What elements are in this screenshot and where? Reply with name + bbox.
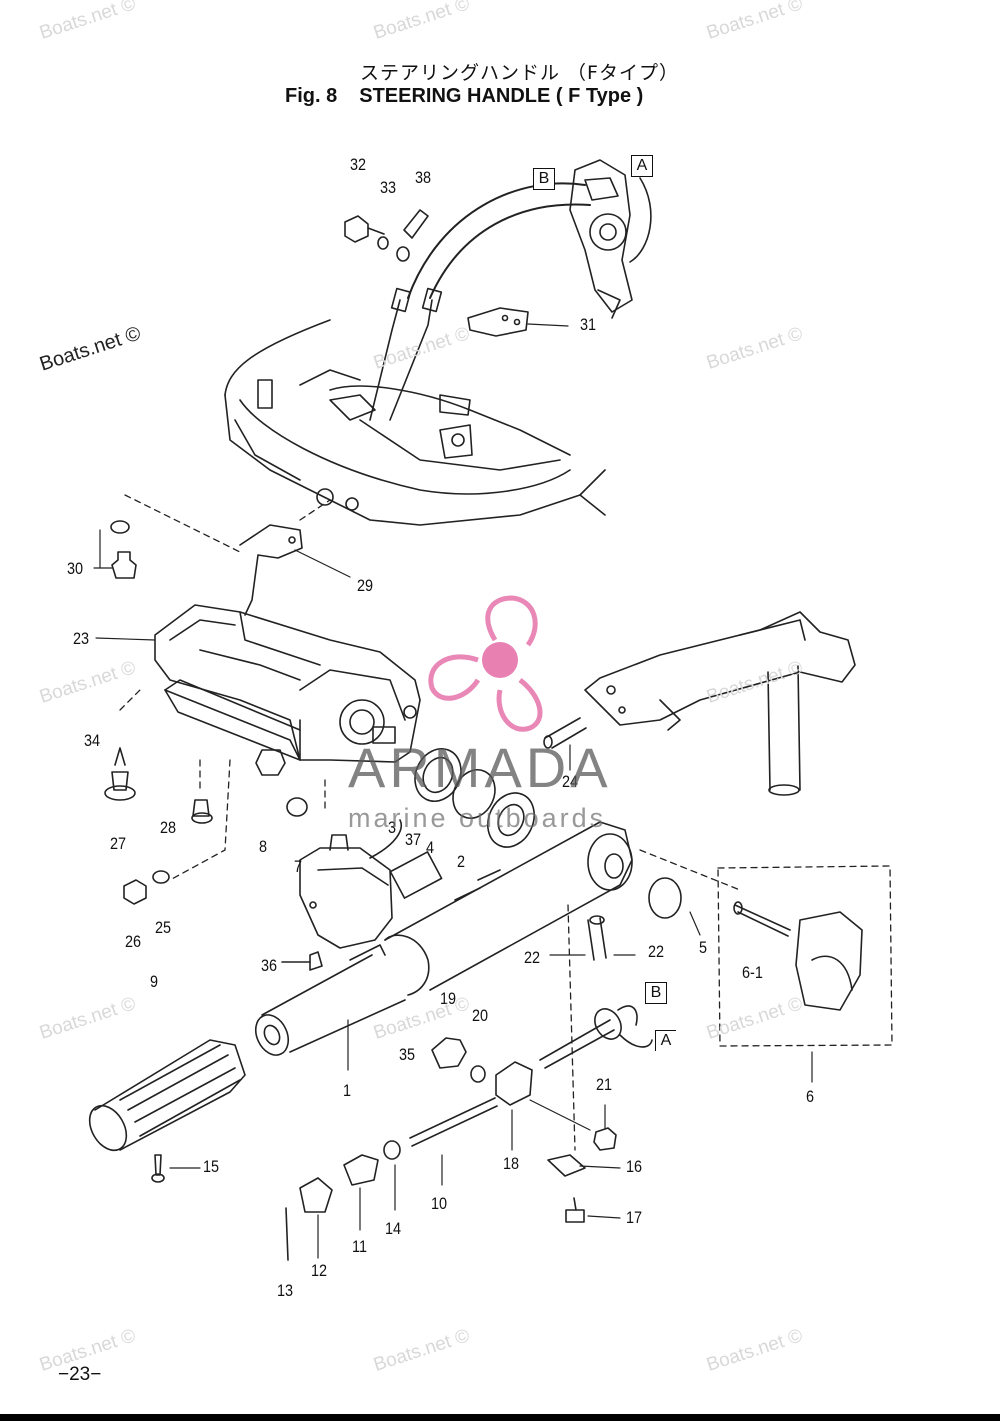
- callout-28: 28: [160, 818, 177, 837]
- callout-22-right: 22: [648, 942, 665, 961]
- sleeve-11: [343, 1154, 379, 1186]
- callout-20: 20: [472, 1006, 489, 1025]
- twist-grip: [88, 1039, 246, 1152]
- callout-37: 37: [405, 830, 422, 849]
- callout-30: 30: [67, 559, 84, 578]
- callout-3: 3: [388, 818, 397, 837]
- spacer-plate-34: [164, 689, 301, 761]
- callout-36: 36: [261, 956, 278, 975]
- callout-12: 12: [311, 1261, 328, 1280]
- callout-4: 4: [426, 838, 435, 857]
- callout-22-left: 22: [524, 948, 541, 967]
- stop-switch-box: [299, 819, 402, 949]
- callout-1: 1: [343, 1081, 352, 1100]
- callout-9: 9: [150, 972, 159, 991]
- washer-3: [414, 748, 462, 802]
- callout-24: 24: [562, 772, 579, 791]
- swivel-bracket-arm: [543, 611, 856, 796]
- callout-6-1: 6-1: [742, 963, 763, 982]
- throttle-guide-18: [495, 1061, 533, 1106]
- callout-18: 18: [503, 1154, 520, 1173]
- callout-7: 7: [294, 857, 303, 876]
- title-japanese: ステアリングハンドル （Fタイプ）: [360, 62, 679, 84]
- callout-19: 19: [440, 989, 457, 1008]
- callout-32: 32: [350, 155, 367, 174]
- upper-bracket-assembly: [569, 159, 652, 319]
- figure-caption: STEERING HANDLE ( F Type ): [359, 85, 644, 107]
- reference-box-a-top: A: [631, 155, 653, 177]
- reference-box-a-lower: A: [655, 1030, 676, 1051]
- clamp-bracket-6-1: [733, 901, 863, 1011]
- callout-2: 2: [457, 852, 466, 871]
- callout-leader-lines: [93, 323, 813, 1259]
- callout-29: 29: [357, 576, 374, 595]
- reference-box-b-top: B: [533, 168, 555, 190]
- callout-35: 35: [399, 1045, 416, 1064]
- callout-15: 15: [203, 1157, 220, 1176]
- page-number: −23−: [58, 1364, 102, 1385]
- callout-8: 8: [259, 837, 268, 856]
- bolt-30: [111, 551, 137, 579]
- nut-12: [299, 1177, 333, 1213]
- callout-34: 34: [84, 731, 101, 750]
- callout-25: 25: [155, 918, 172, 937]
- throttle-rod-10: [409, 1097, 498, 1147]
- grommet-38: [403, 209, 429, 239]
- callout-10: 10: [431, 1194, 448, 1213]
- bolt-32: [344, 215, 369, 243]
- bushing-2: [487, 792, 535, 848]
- screw-28: [192, 799, 210, 817]
- collar-14: [383, 1140, 401, 1160]
- callout-33: 33: [380, 178, 397, 197]
- callout-26: 26: [125, 932, 142, 951]
- bottom-border: [0, 1414, 1000, 1421]
- callout-38: 38: [415, 168, 432, 187]
- callout-6: 6: [806, 1087, 815, 1106]
- callout-23: 23: [73, 629, 90, 648]
- steering-link-29: [239, 524, 303, 616]
- tiller-handle-arm: [254, 821, 633, 1056]
- title-english: Fig. 8 STEERING HANDLE ( F Type ): [285, 85, 643, 108]
- washer-4: [452, 769, 496, 819]
- bushing-5: [648, 877, 682, 919]
- brand-tagline: marine outboards: [348, 803, 607, 833]
- clip-16: [547, 1154, 586, 1177]
- brand-name: ARMADA: [348, 736, 612, 799]
- callout-13: 13: [277, 1281, 294, 1300]
- figure-number: Fig. 8: [285, 85, 338, 107]
- assembly-leader-lines: [119, 494, 893, 1151]
- callout-27: 27: [110, 834, 127, 853]
- callout-21: 21: [596, 1075, 613, 1094]
- callout-5: 5: [699, 938, 708, 957]
- callout-14: 14: [385, 1219, 402, 1238]
- throttle-shaft-assembly: [539, 1005, 653, 1069]
- reference-box-b-lower: B: [645, 982, 667, 1004]
- callout-31: 31: [580, 315, 597, 334]
- bottom-cowling: [224, 319, 606, 526]
- cable-bracket-plate: [467, 307, 529, 337]
- callout-11: 11: [352, 1237, 368, 1256]
- callout-17: 17: [626, 1208, 643, 1227]
- callout-16: 16: [626, 1157, 643, 1176]
- friction-knob-19: [431, 1037, 467, 1069]
- throttle-cable: [407, 182, 586, 299]
